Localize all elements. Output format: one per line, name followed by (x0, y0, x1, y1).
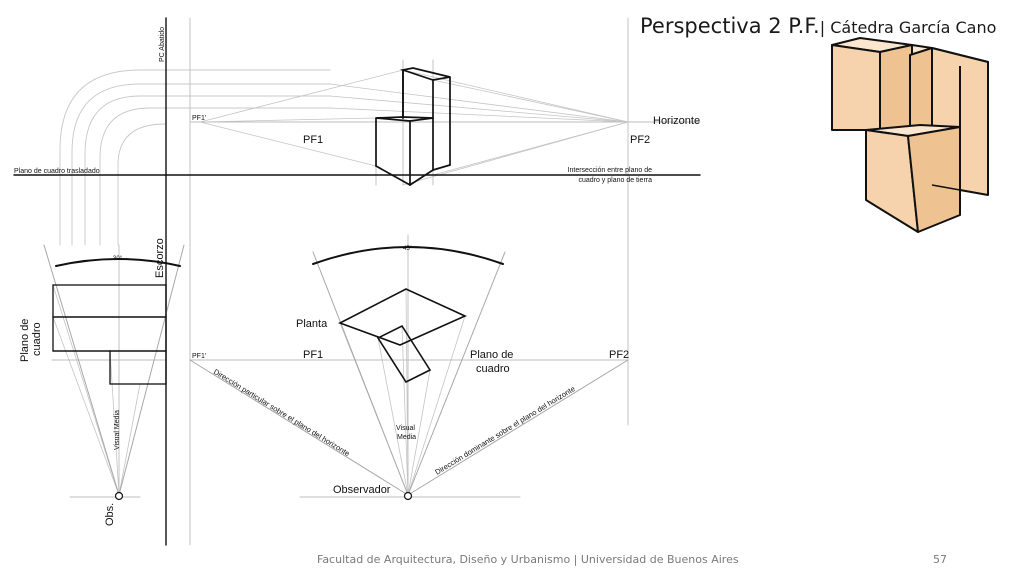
label-pf1-top: PF1 (303, 134, 323, 146)
title-main: Perspectiva 2 P.F. (640, 14, 820, 38)
observer-point-right (403, 491, 413, 501)
label-pf1-prime-top: PF1' (192, 115, 206, 122)
left-plan-shape (52, 284, 167, 385)
planta-shape (338, 288, 467, 384)
label-plano-cuadro-left-2: cuadro (31, 322, 43, 356)
title-subtitle: | Cátedra García Cano (819, 18, 997, 37)
construction-arcs (59, 69, 331, 246)
label-visual-media-left: Visual Media (114, 410, 121, 450)
slide-title: Perspectiva 2 P.F.| Cátedra García Cano (640, 14, 996, 38)
label-direccion-dominante: Dirección dominante sobre el plano del h… (433, 384, 576, 477)
label-pc-abatido: PC Abatido (159, 27, 166, 62)
angle-arc-45 (312, 246, 504, 265)
upper-perspective-shape (375, 67, 451, 186)
label-horizonte: Horizonte (653, 115, 700, 127)
shaded-box-illustration (831, 37, 989, 233)
label-plano-trasladado: Plano de cuadro trasladado (14, 168, 100, 175)
label-observador: Observador (333, 484, 391, 496)
label-angle-30: 30° (113, 256, 123, 262)
label-visual-media-right-1: Visual (396, 425, 415, 432)
slide-footer: Facultad de Arquitectura, Diseño y Urban… (317, 553, 739, 566)
label-pf2-top: PF2 (630, 134, 650, 146)
label-escorzo: Escorzo (154, 238, 166, 278)
label-interseccion-1: Intersección entre plano de (568, 167, 653, 174)
angle-arc-30 (55, 258, 181, 267)
label-plano-cuadro-left-1: Plano de (19, 319, 31, 362)
direction-lines (43, 244, 629, 496)
label-pf1-prime-bottom: PF1' (192, 353, 206, 360)
vanishing-lines (199, 69, 629, 186)
label-obs: Obs. (104, 503, 116, 526)
label-plano-cuadro-right-1: Plano de (470, 349, 513, 361)
vertical-guides (118, 17, 629, 546)
page-number: 57 (933, 553, 947, 566)
label-plano-cuadro-right-2: cuadro (476, 363, 510, 375)
label-direccion-particular: Dirección particular sobre el plano del … (212, 367, 351, 458)
label-planta: Planta (296, 318, 328, 330)
label-interseccion-2: cuadro y plano de tierra (578, 177, 652, 184)
observer-point-left (114, 491, 124, 501)
label-visual-media-right-2: Media (397, 434, 416, 441)
main-lines (13, 17, 701, 546)
label-pf1-bottom: PF1 (303, 349, 323, 361)
label-angle-45: 45° (403, 246, 413, 252)
label-pf2-bottom: PF2 (609, 349, 629, 361)
